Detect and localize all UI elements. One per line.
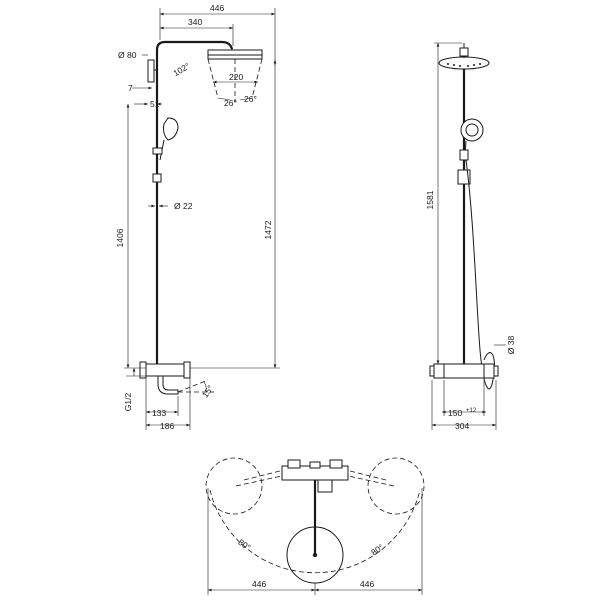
side-hose (465, 159, 495, 390)
dim-mixer-depth: 186 (160, 421, 174, 431)
thermostat-mixer (139, 361, 191, 395)
dim-bracket-offset: 7 (128, 83, 133, 93)
swing-arc (209, 489, 421, 574)
dim-side-overall-height: 1581 (425, 190, 435, 209)
wall-bracket (147, 59, 157, 83)
dim-bracket-diameter: Ø 80 (118, 50, 137, 60)
dim-head-width: 220 (229, 72, 243, 82)
side-hand-shower (459, 118, 484, 171)
overhead-shower-head (207, 48, 263, 60)
dim-rotation-right: 80° (369, 542, 385, 558)
dim-tilt-right: 26° (244, 94, 257, 104)
dim-rotation-left: 80° (236, 537, 252, 553)
dim-arm-angle: 102° (171, 61, 191, 78)
side-view: 1581 Ø 38 150 +12 304 (425, 42, 516, 431)
front-view: 446 340 Ø 80 102° 220 26° 26° 7 51 1406 (115, 3, 280, 431)
dim-centres: 150 (448, 408, 462, 418)
dim-spout-angle: 15° (200, 383, 216, 399)
dim-bracket-depth: 51 (150, 99, 160, 109)
rotated-head-right (367, 457, 425, 515)
dim-tilt-left: 26° (224, 98, 237, 108)
shower-arm (155, 40, 234, 51)
slider (152, 173, 162, 183)
hand-shower (152, 117, 179, 161)
plan-view: 80° 80° 446 446 (205, 457, 425, 595)
dim-arm-length: 340 (188, 17, 202, 27)
dim-spout-reach: 133 (152, 408, 166, 418)
dim-side-total-width: 304 (455, 421, 469, 431)
dim-top-width: 446 (210, 3, 224, 13)
side-holder (457, 169, 471, 185)
side-mixer (429, 363, 499, 379)
rotated-head-left (205, 457, 263, 515)
dim-centres-tolerance: +12 (466, 408, 477, 414)
dim-overall-height: 1472 (263, 220, 273, 239)
side-shower-head (438, 43, 490, 70)
dim-reach-left: 446 (252, 579, 266, 589)
dim-hose-diameter: Ø 38 (506, 336, 516, 355)
dim-reach-right: 446 (360, 579, 374, 589)
dim-pipe-diameter: Ø 22 (174, 201, 193, 211)
dim-thread: G1/2 (123, 393, 133, 412)
dim-rail-height: 1406 (115, 228, 125, 247)
